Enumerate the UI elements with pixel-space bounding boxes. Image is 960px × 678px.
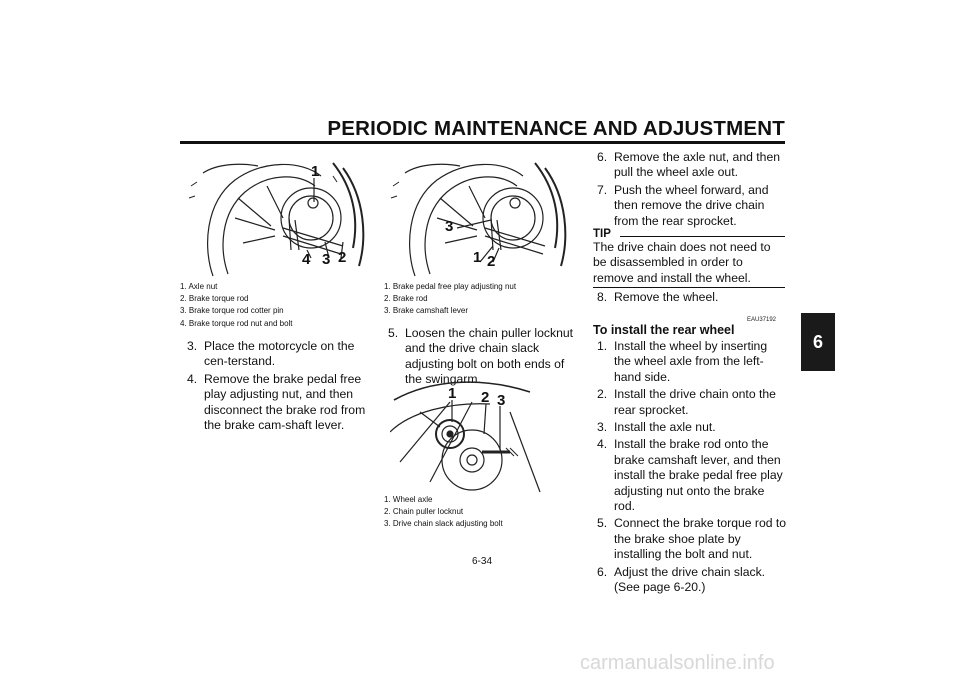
figure1-callout-3: 3 (322, 251, 330, 268)
step-number: 7. (597, 182, 608, 197)
step-text: Adjust the drive chain slack. (See page … (614, 564, 766, 595)
page-title: PERIODIC MAINTENANCE AND ADJUSTMENT (327, 117, 785, 140)
step-number: 5. (597, 516, 608, 531)
figure-axle-nut-illustration: 1 4 3 2 (188, 162, 365, 277)
figure1-callout-4: 4 (302, 251, 311, 268)
caption-item: 3. Drive chain slack adjusting bolt (384, 519, 503, 529)
removal-steps-col1: 3. Place the motorcycle on the cen-tersta… (187, 339, 375, 433)
step-number: 8. (597, 290, 608, 304)
step-number: 1. (597, 339, 608, 353)
step-text: Install the brake rod onto the brake cam… (614, 437, 783, 514)
list-item: 2. Install the drive chain onto the rear … (597, 387, 787, 418)
list-item: 4. Install the brake rod onto the brake c… (597, 437, 787, 514)
list-item: 8. Remove the wheel. (597, 290, 787, 305)
step-text: Install the drive chain onto the rear sp… (614, 387, 776, 417)
step-number: 2. (597, 387, 608, 402)
step-number: 6. (597, 150, 608, 164)
list-item: 1. Install the wheel by inserting the whe… (597, 339, 787, 385)
figure-axle-nut: 1 4 3 2 (183, 158, 371, 280)
list-item: 3. Place the motorcycle on the cen-tersta… (187, 339, 375, 370)
list-item: 6. Remove the axle nut, and then pull the… (597, 150, 787, 181)
figure-brake-rod-illustration: 3 1 2 (390, 162, 567, 277)
list-item: 3. Install the axle nut. (597, 420, 787, 435)
caption-item: 3. Brake torque rod cotter pin (180, 306, 284, 316)
step-number: 3. (187, 339, 198, 353)
caption-item: 3. Brake camshaft lever (384, 306, 469, 316)
page-number: 6-34 (471, 556, 492, 567)
figure1-callout-1: 1 (311, 163, 319, 180)
figure-wheel-axle-illustration: 1 2 3 (390, 381, 541, 493)
removal-steps-col3: 6. Remove the axle nut, and then pull the… (597, 150, 787, 229)
step-text: Place the motorcycle on the cen-terstand… (204, 339, 355, 369)
figure3-callout-2: 2 (481, 389, 489, 406)
step-number: 6. (597, 564, 608, 579)
title-rule (180, 141, 785, 144)
list-item: 4. Remove the brake pedal free play adjus… (187, 372, 375, 434)
chapter-tab: 6 (801, 313, 835, 371)
caption-item: 1. Wheel axle (384, 495, 433, 504)
removal-steps-col3-end: 8. Remove the wheel. (597, 290, 787, 305)
step-number: 3. (597, 420, 608, 435)
figure-wheel-axle: 1 2 3 (390, 372, 550, 494)
list-item: 5. Connect the brake torque rod to the br… (597, 516, 787, 562)
install-steps: 1. Install the wheel by inserting the whe… (597, 339, 787, 596)
list-item: 6. Adjust the drive chain slack. (See pag… (597, 565, 787, 596)
section-heading-install: To install the rear wheel (593, 323, 735, 337)
figure2-callout-2: 2 (487, 253, 495, 270)
caption-item: 1. Axle nut (180, 282, 218, 291)
step-number: 5. (388, 326, 399, 340)
step-number: 4. (187, 371, 198, 386)
figure1-caption: 1. Axle nut 2. Brake torque rod 3. Brake… (180, 281, 293, 330)
caption-item: 2. Chain puller locknut (384, 507, 464, 517)
step-text: Remove the brake pedal free play adjusti… (204, 371, 366, 433)
figure-brake-rod: 3 1 2 (385, 158, 573, 280)
step-text: Remove the axle nut, and then pull the w… (614, 150, 780, 180)
step-text: Push the wheel forward, and then remove … (614, 182, 769, 228)
figure2-callout-3: 3 (445, 218, 453, 235)
step-text: Remove the wheel. (614, 290, 719, 304)
step-text: Install the wheel by inserting the wheel… (614, 339, 768, 384)
step-text: Install the axle nut. (614, 420, 716, 435)
caption-item: 1. Brake pedal free play adjusting nut (384, 282, 517, 291)
step-number: 4. (597, 437, 608, 452)
tip-top-rule (620, 236, 785, 237)
caption-item: 2. Brake rod (384, 294, 428, 304)
figure2-caption: 1. Brake pedal free play adjusting nut 2… (384, 281, 516, 318)
figure3-callout-1: 1 (448, 385, 456, 402)
figure2-callout-1: 1 (473, 249, 481, 266)
rim-line (202, 163, 259, 174)
figure3-caption: 1. Wheel axle 2. Chain puller locknut 3.… (384, 494, 503, 531)
step-text: Connect the brake torque rod to the brak… (614, 516, 787, 562)
figure3-callout-3: 3 (497, 392, 505, 409)
caption-item: 2. Brake torque rod (180, 294, 249, 304)
tip-heading: TIP (593, 228, 611, 240)
tip-text: The drive chain does not need to be disa… (593, 240, 771, 285)
tip-bottom-rule (593, 287, 785, 288)
caption-item: 4. Brake torque rod nut and bolt (180, 318, 293, 328)
figure1-callout-2: 2 (338, 249, 346, 266)
watermark: carmanualsonline.info (580, 652, 775, 674)
list-item: 7. Push the wheel forward, and then remov… (597, 183, 787, 229)
doc-code: EAU37192 (747, 317, 777, 323)
